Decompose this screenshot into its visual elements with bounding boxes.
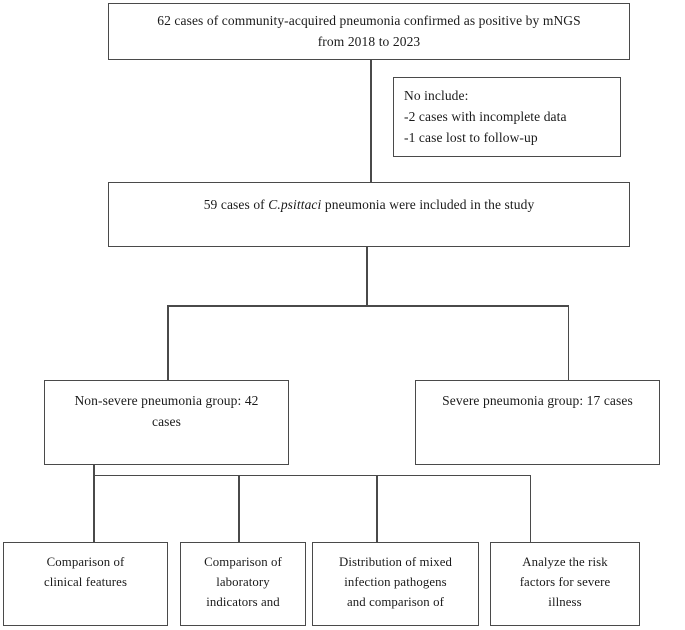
node-leaf-2-line1: Distribution of mixed <box>339 555 452 569</box>
connector-group-split-bar <box>167 305 569 307</box>
node-leaf-2-line2: infection pathogens <box>344 574 447 589</box>
node-severe-group: Severe pneumonia group: 17 cases <box>415 380 660 465</box>
node-included-prefix: 59 cases of <box>203 197 269 212</box>
connector-leafbar-to-leaf-2 <box>376 474 378 543</box>
node-exclusion-line2: -2 cases with incomplete data <box>404 108 567 124</box>
connector-leafbar-to-leaf-0 <box>93 474 95 543</box>
connector-nonsevere-to-leafbar <box>93 465 95 476</box>
connector-split-to-severe <box>567 305 569 380</box>
node-included-cases: 59 cases of C.psittaci pneumonia were in… <box>108 182 630 247</box>
node-included-line1: 59 cases of C.psittaci pneumonia were in… <box>109 195 629 216</box>
node-leaf-3-line3: illness <box>548 594 582 609</box>
node-nonsevere-group: Non-severe pneumonia group: 42 cases <box>44 380 289 465</box>
node-leaf-3-line1: Analyze the risk <box>522 555 608 569</box>
connector-included-to-split <box>366 247 368 306</box>
node-analysis-laboratory-indicators: Comparison of laboratory indicators and <box>180 542 306 626</box>
node-leaf-1-line2: laboratory <box>216 574 270 589</box>
node-analysis-clinical-features: Comparison of clinical features <box>3 542 168 626</box>
node-leaf-0-line1: Comparison of <box>46 555 125 569</box>
node-leaf-1-line1: Comparison of <box>204 555 282 569</box>
node-severe-line1: Severe pneumonia group: 17 cases <box>442 393 633 408</box>
node-exclusion-line3: -1 case lost to follow-up <box>404 129 538 145</box>
node-included-organism: C.psittaci <box>268 197 322 212</box>
node-analysis-risk-factors: Analyze the risk factors for severe illn… <box>490 542 640 626</box>
connector-split-to-nonsevere <box>167 305 169 380</box>
connector-enrolled-to-included <box>370 60 372 182</box>
connector-leaf-split-bar <box>93 474 531 476</box>
node-enrolled-cases: 62 cases of community-acquired pneumonia… <box>108 3 630 60</box>
node-leaf-2-line3: and comparison of <box>347 594 444 609</box>
node-nonsevere-line2: cases <box>152 413 181 429</box>
node-nonsevere-line1: Non-severe pneumonia group: 42 <box>74 393 259 408</box>
node-leaf-3-line2: factors for severe <box>519 574 611 589</box>
node-exclusion-line1: No include: <box>404 88 469 103</box>
connector-leafbar-to-leaf-3 <box>529 474 531 543</box>
node-leaf-0-line2: clinical features <box>43 574 128 589</box>
node-included-suffix: pneumonia were included in the study <box>321 197 535 212</box>
node-leaf-1-line3: indicators and <box>206 594 280 609</box>
node-enrolled-line1: 62 cases of community-acquired pneumonia… <box>157 13 581 28</box>
node-enrolled-line2: from 2018 to 2023 <box>317 33 421 49</box>
node-exclusion-criteria: No include: -2 cases with incomplete dat… <box>393 77 621 157</box>
connector-leafbar-to-leaf-1 <box>238 474 240 543</box>
node-analysis-mixed-infection-pathogens: Distribution of mixed infection pathogen… <box>312 542 479 626</box>
